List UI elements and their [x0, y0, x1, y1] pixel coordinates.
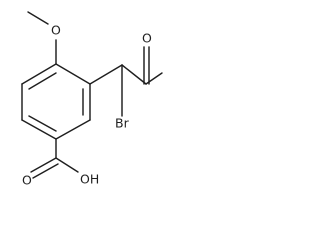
bond-chbr-to-carbonyl — [121, 64, 147, 85]
ketone-oxygen-label: O — [142, 31, 152, 46]
methoxy-oxygen-label: O — [51, 23, 61, 38]
ring-bond-c4-c5 — [21, 119, 57, 140]
hydroxyl-label: OH — [80, 172, 99, 187]
bond-methyl-oxygen — [27, 11, 49, 25]
ring-bond-c1-c2 — [55, 63, 91, 85]
ring-bond-c6-c1 — [21, 63, 57, 85]
ring-inner-double-bottom-left — [28, 115, 57, 132]
chemical-structure: O O Br OH O — [21, 11, 163, 188]
bond-acid-c-oh — [55, 157, 79, 173]
bond-ring-to-chbr — [89, 64, 123, 85]
bond-acid-c-o-a — [30, 157, 57, 173]
carbonyl-oxygen-label: O — [22, 173, 32, 188]
ring-inner-double-left-top — [28, 72, 57, 90]
ring-bond-c3-c4 — [55, 119, 91, 140]
bromine-label: Br — [115, 116, 130, 131]
bond-acid-c-o-b — [32, 163, 59, 179]
